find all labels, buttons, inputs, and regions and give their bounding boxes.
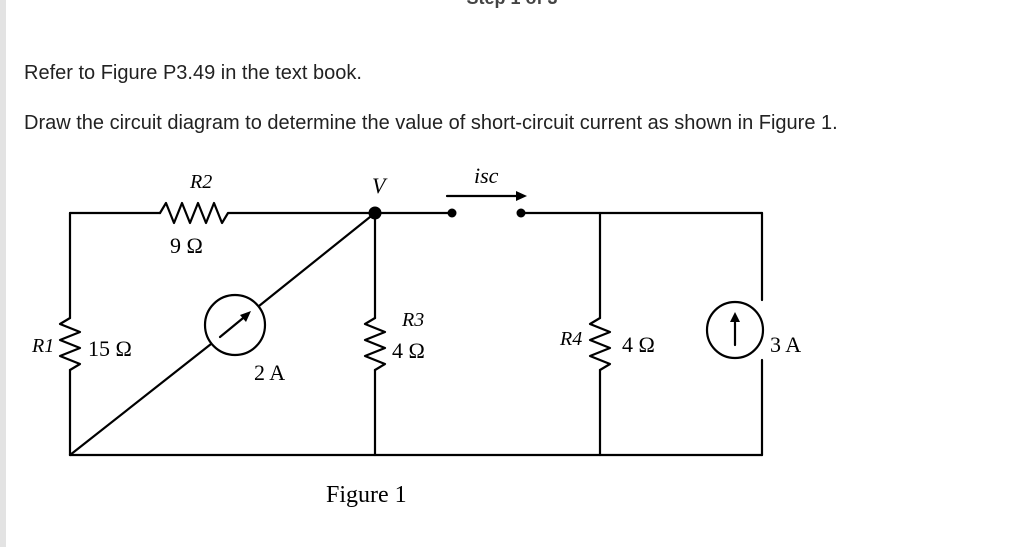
source-3a-value: 3 A <box>770 332 801 357</box>
resistor-r4 <box>588 316 612 372</box>
wire-diagonal-lower <box>68 342 213 457</box>
resistor-r2 <box>158 201 377 225</box>
r2-value: 9 Ω <box>170 233 203 258</box>
node-v-label: V <box>372 173 388 198</box>
r3-value: 4 Ω <box>392 338 425 363</box>
page-left-border <box>0 0 6 547</box>
switch-terminal-right <box>516 208 526 218</box>
intro-text: Refer to Figure P3.49 in the text book. <box>24 62 362 84</box>
r2-label: R2 <box>189 171 212 193</box>
r4-label: R4 <box>559 328 582 350</box>
step-indicator: Step 1 of 3 <box>0 0 1024 9</box>
r3-label: R3 <box>401 309 424 331</box>
resistor-r3 <box>363 316 387 372</box>
node-v-dot <box>368 206 382 220</box>
r4-value: 4 Ω <box>622 332 655 357</box>
source-2a-value: 2 A <box>254 360 285 385</box>
r1-label: R1 <box>31 335 54 357</box>
arrow-2a-head <box>240 311 251 322</box>
current-source-2a <box>203 293 267 357</box>
switch-terminal-left <box>447 208 457 218</box>
figure-caption: Figure 1 <box>326 482 407 508</box>
r1-value: 15 Ω <box>88 336 132 361</box>
current-source-3a <box>705 300 765 360</box>
isc-label: isc <box>474 163 499 188</box>
instruction-text: Draw the circuit diagram to determine th… <box>24 112 838 134</box>
resistor-r1 <box>58 316 82 372</box>
arrow-3a-head <box>730 312 740 322</box>
wire-diagonal-upper <box>257 211 377 308</box>
isc-arrow-head <box>516 191 527 201</box>
